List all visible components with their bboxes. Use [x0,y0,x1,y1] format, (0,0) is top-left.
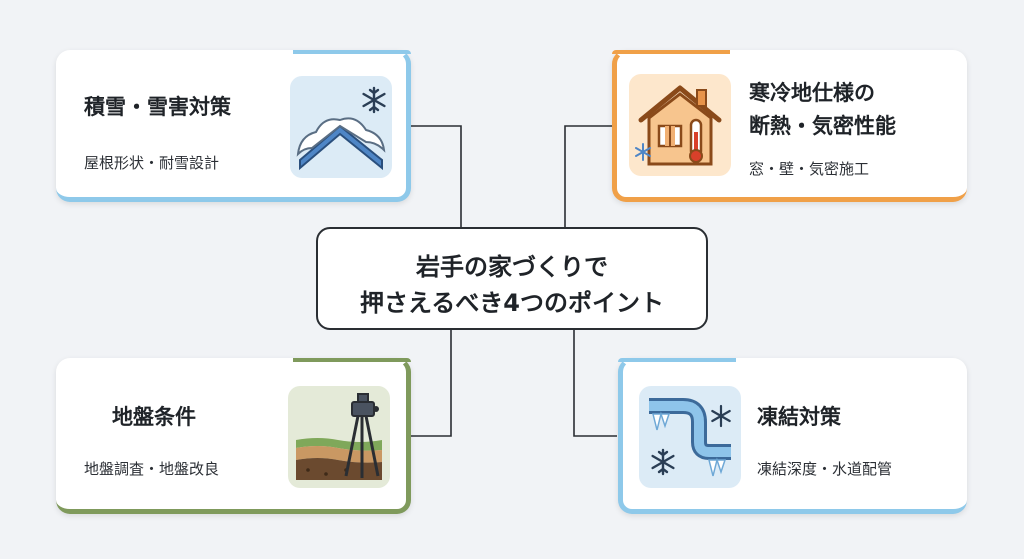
card-accent-tab [293,358,411,362]
connector-freeze [573,330,617,437]
snow-roof-icon [290,76,392,178]
card-title: 地盤条件 [112,405,196,429]
connector-snow [410,125,462,228]
card-subtitle: 地盤調査・地盤改良 [84,460,220,478]
card-subtitle: 屋根形状・耐雪設計 [84,154,220,172]
card-subtitle: 凍結深度・水道配管 [757,460,893,478]
card-ground-conditions: 地盤条件 地盤調査・地盤改良 [56,358,411,514]
card-subtitle: 窓・壁・気密施工 [749,160,870,178]
card-freeze-countermeasures: 凍結対策 凍結深度・水道配管 [618,358,967,514]
connector-ground [410,330,452,437]
card-title-line2: 断熱・気密性能 [749,114,896,138]
center-title-line2: 押さえるべき4つのポイント [360,289,664,317]
card-title: 凍結対策 [757,405,841,429]
insulated-house-icon [629,74,731,176]
center-title-line1: 岩手の家づくりで [416,253,608,281]
connector-insulation [564,125,617,228]
card-insulation-airtightness: 寒冷地仕様の 断熱・気密性能 窓・壁・気密施工 [612,50,967,202]
card-snow-countermeasures: 積雪・雪害対策 屋根形状・耐雪設計 [56,50,411,202]
survey-tripod-icon [288,386,390,488]
card-accent-tab [293,50,411,54]
frozen-pipe-icon [639,386,741,488]
card-title-line1: 寒冷地仕様の [749,81,875,105]
card-title: 積雪・雪害対策 [84,95,231,119]
card-accent-tab [612,50,730,54]
card-accent-tab [618,358,736,362]
center-topic-card: 岩手の家づくりで 押さえるべき4つのポイント [316,227,708,330]
